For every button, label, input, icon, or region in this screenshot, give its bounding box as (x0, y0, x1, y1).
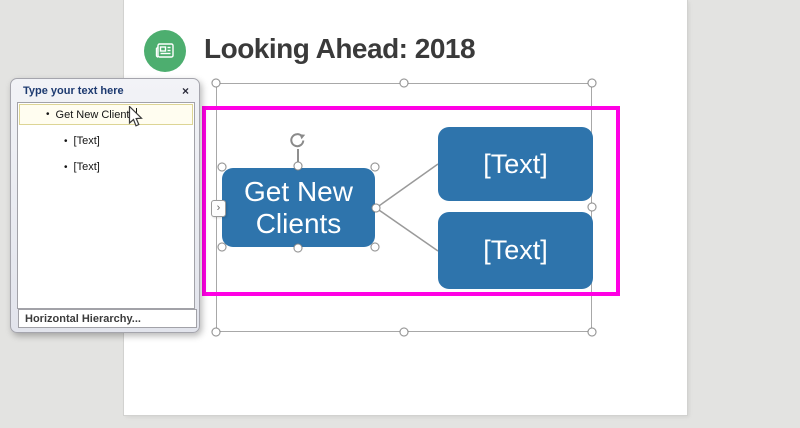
bullet-icon: • (46, 109, 50, 120)
text-pane-entry-label[interactable]: [Text] (73, 135, 100, 147)
chevron-right-icon: › (216, 202, 221, 214)
slide-canvas[interactable]: Looking Ahead: 2018 Get New Clients [Tex… (124, 0, 687, 415)
node-handle-bottom-left[interactable] (217, 242, 227, 252)
text-pane-header: Type your text here × (11, 79, 199, 102)
newspaper-icon (144, 30, 186, 72)
rotation-handle-stem (297, 149, 299, 163)
text-pane-title: Type your text here (23, 84, 124, 97)
smartart-node-child-2[interactable]: [Text] (438, 212, 593, 289)
text-pane-entry-root[interactable]: • Get New Clients (19, 104, 193, 125)
close-icon[interactable]: × (181, 83, 189, 98)
text-pane-entry-label[interactable]: [Text] (73, 161, 100, 173)
text-pane-toggle-tab[interactable]: › (211, 200, 226, 217)
node-handle-top-middle[interactable] (293, 161, 303, 171)
text-pane-entry-child-2[interactable]: • [Text] (18, 157, 194, 177)
resize-handle-top-middle[interactable] (399, 78, 409, 88)
node-handle-top-right[interactable] (370, 162, 380, 172)
bullet-icon: • (64, 161, 68, 173)
node-handle-right-middle[interactable] (371, 203, 381, 213)
smartart-node-root[interactable]: Get New Clients (222, 168, 375, 247)
bullet-icon: • (64, 135, 68, 147)
resize-handle-top-left[interactable] (211, 78, 221, 88)
text-pane-entry-label[interactable]: Get New Clients (55, 108, 135, 121)
smartart-text-pane[interactable]: Type your text here × • Get New Clients … (10, 78, 200, 333)
text-pane-body[interactable]: • Get New Clients • [Text] • [Text] (17, 102, 195, 309)
node-handle-top-left[interactable] (217, 162, 227, 172)
node-handle-bottom-middle[interactable] (293, 243, 303, 253)
resize-handle-right-middle[interactable] (587, 202, 597, 212)
resize-handle-top-right[interactable] (587, 78, 597, 88)
text-pane-layout-name[interactable]: Horizontal Hierarchy... (18, 309, 197, 328)
text-caret (136, 108, 137, 121)
resize-handle-bottom-middle[interactable] (399, 327, 409, 337)
resize-handle-bottom-left[interactable] (211, 327, 221, 337)
highlight-rectangle (202, 106, 620, 296)
node-handle-bottom-right[interactable] (370, 242, 380, 252)
smartart-node-child-1[interactable]: [Text] (438, 127, 593, 201)
page-title: Looking Ahead: 2018 (204, 33, 476, 64)
resize-handle-bottom-right[interactable] (587, 327, 597, 337)
rotate-icon[interactable] (288, 131, 307, 150)
text-pane-entry-child-1[interactable]: • [Text] (18, 131, 194, 151)
